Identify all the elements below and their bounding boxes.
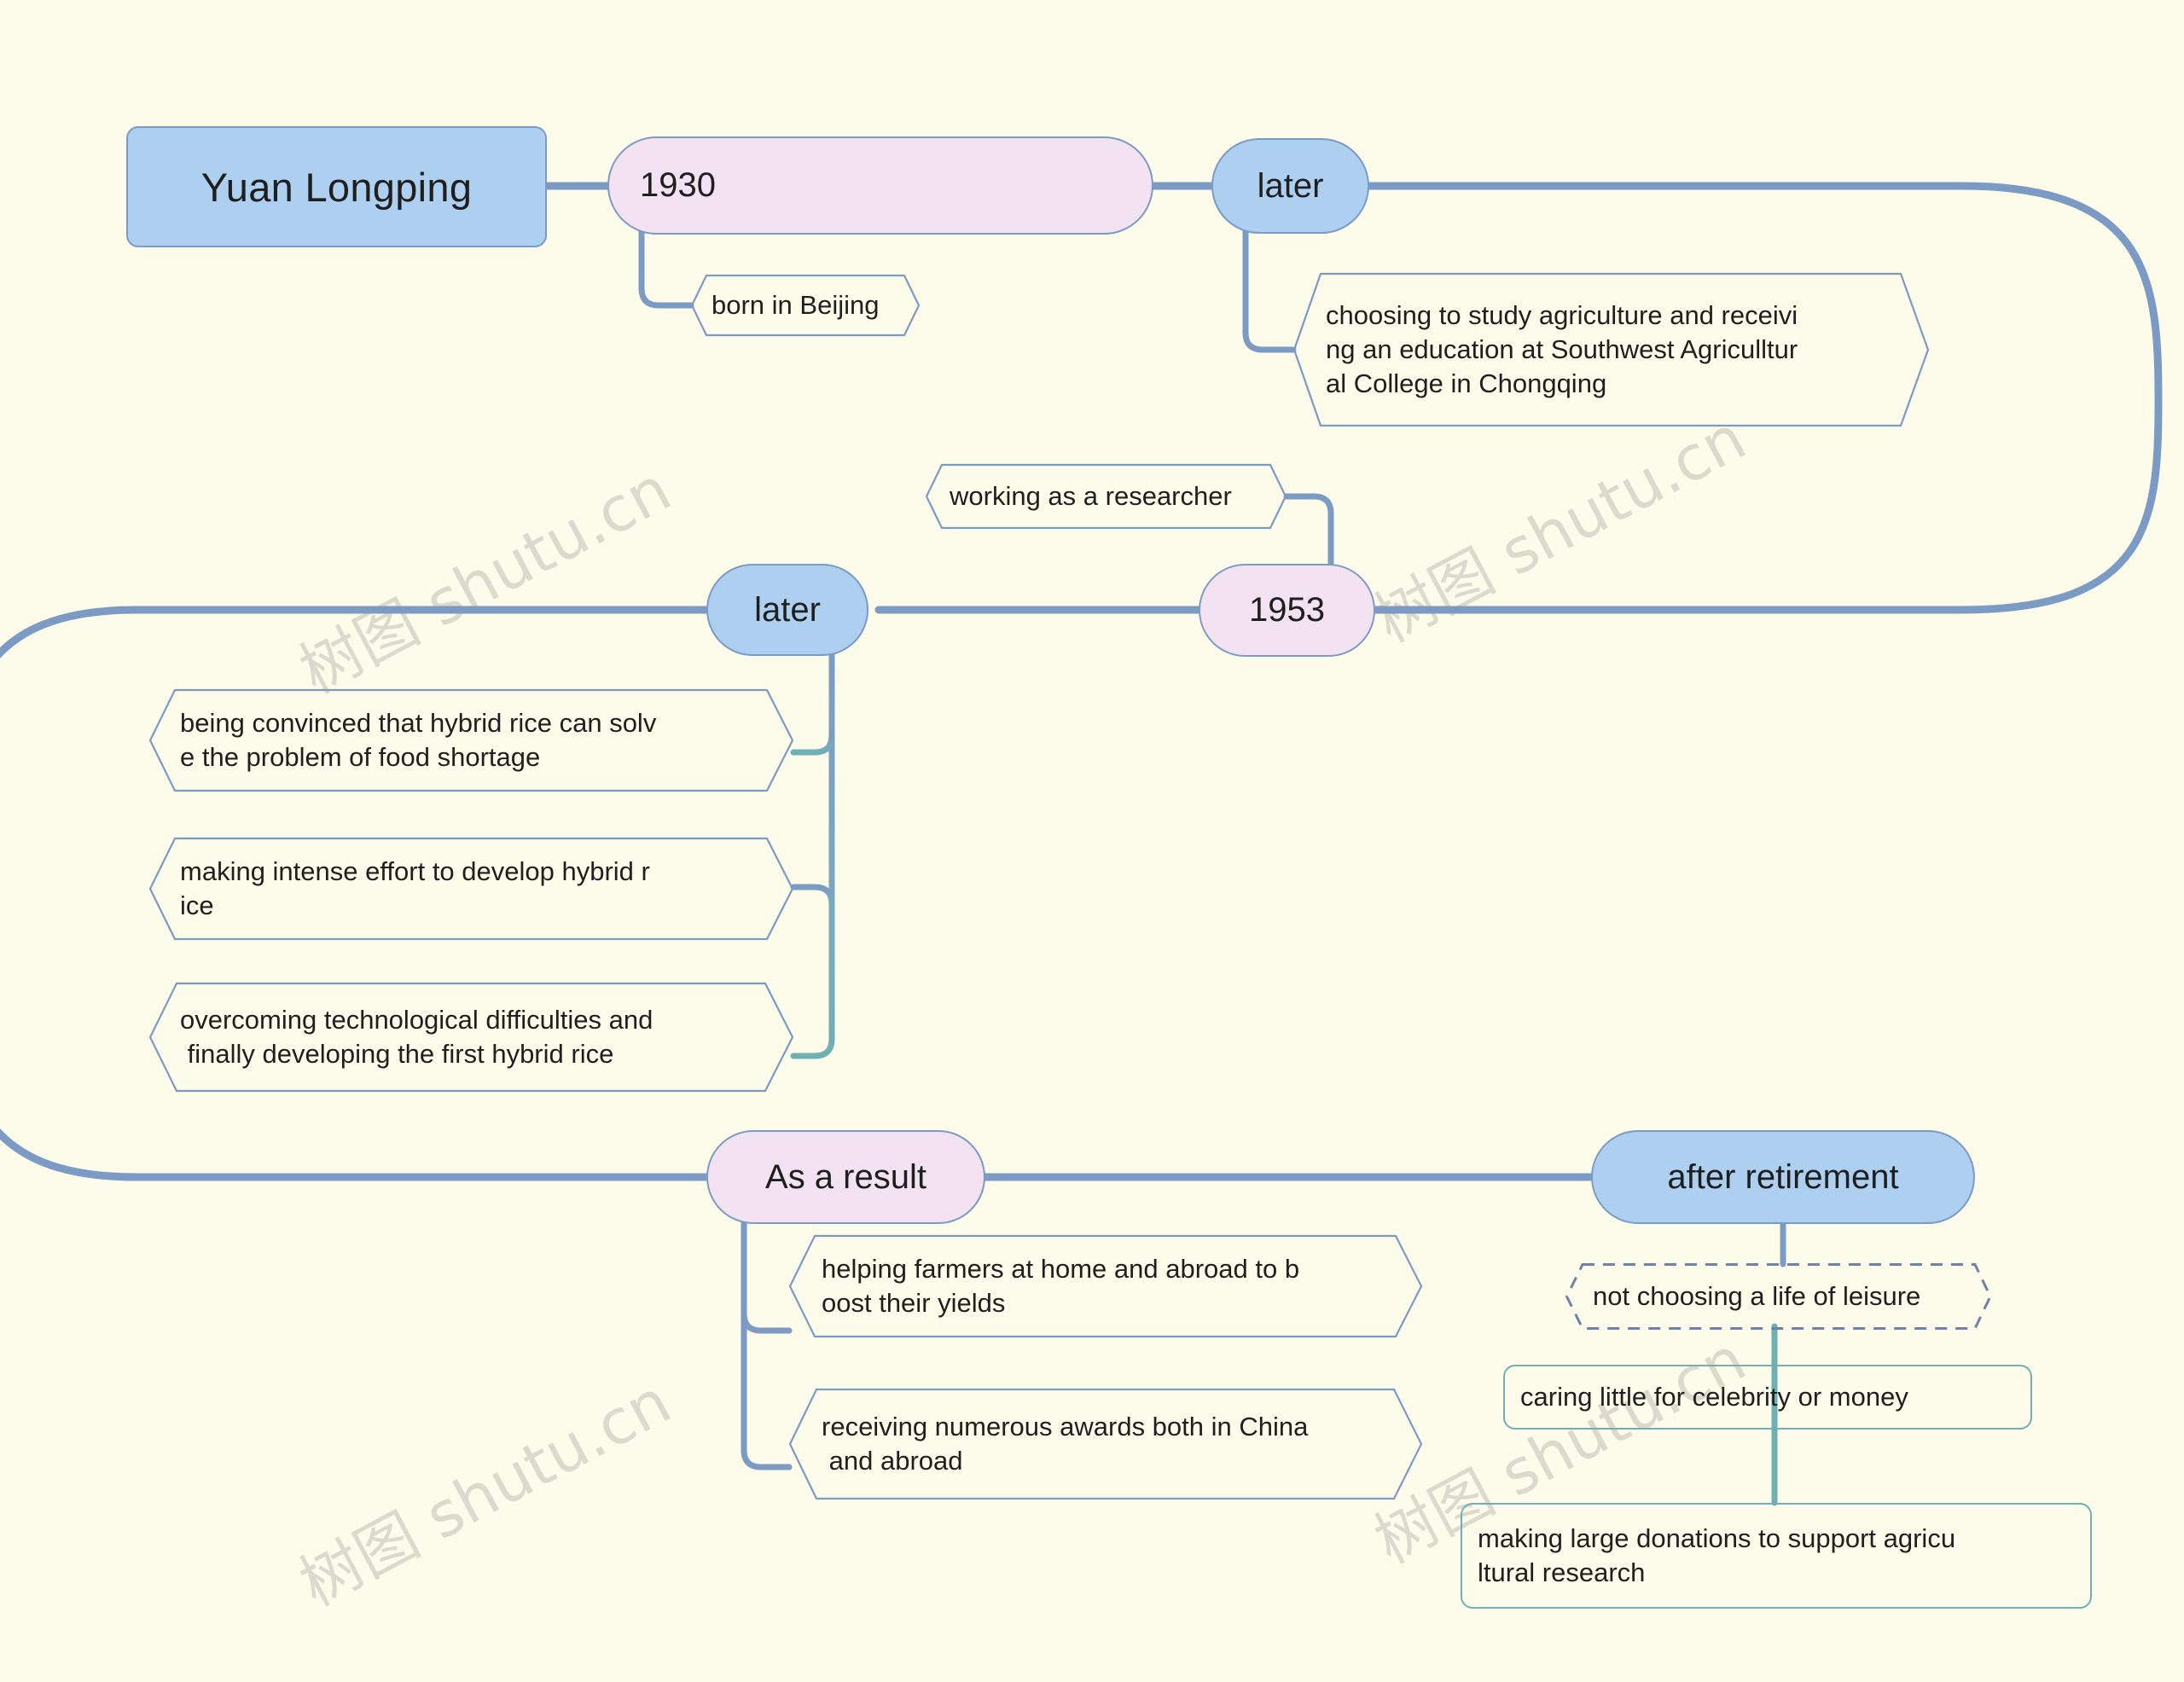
node-later-2[interactable]: later xyxy=(706,564,868,656)
node-later-1[interactable]: later xyxy=(1211,138,1369,234)
node-later-2-label: later xyxy=(754,590,821,629)
node-not-choosing-leisure-label: not choosing a life of leisure xyxy=(1593,1280,1921,1311)
node-as-a-result[interactable]: As a result xyxy=(706,1130,985,1224)
node-overcoming-difficulties-label: overcoming technological difficulties an… xyxy=(180,1004,653,1069)
node-born-in-beijing-label: born in Beijing xyxy=(712,289,880,320)
node-receiving-awards-label: receiving numerous awards both in China … xyxy=(822,1411,1309,1476)
node-convinced-hybrid-rice[interactable]: being convinced that hybrid rice can sol… xyxy=(148,688,794,792)
node-helping-farmers-label: helping farmers at home and abroad to b … xyxy=(822,1253,1300,1318)
node-root-label: Yuan Longping xyxy=(200,164,473,210)
node-working-as-researcher[interactable]: working as a researcher xyxy=(925,463,1287,530)
node-working-as-researcher-label: working as a researcher xyxy=(950,480,1232,511)
node-study-agriculture-label: choosing to study agriculture and receiv… xyxy=(1326,299,1798,399)
node-convinced-hybrid-rice-label: being convinced that hybrid rice can sol… xyxy=(180,707,657,772)
node-1953-label: 1953 xyxy=(1249,591,1325,629)
hexagon-shape-dashed xyxy=(1565,1263,1992,1330)
node-receiving-awards[interactable]: receiving numerous awards both in China … xyxy=(788,1388,1423,1500)
node-making-donations[interactable]: making large donations to support agricu… xyxy=(1461,1503,2092,1609)
node-after-retirement[interactable]: after retirement xyxy=(1591,1130,1975,1224)
node-as-a-result-label: As a result xyxy=(765,1157,926,1196)
node-root[interactable]: Yuan Longping xyxy=(126,126,547,247)
node-1930-label: 1930 xyxy=(640,166,716,204)
node-helping-farmers[interactable]: helping farmers at home and abroad to b … xyxy=(788,1234,1423,1338)
node-overcoming-difficulties[interactable]: overcoming technological difficulties an… xyxy=(148,982,794,1093)
node-intense-effort-label: making intense effort to develop hybrid … xyxy=(180,856,650,920)
node-later-1-label: later xyxy=(1257,166,1324,205)
node-caring-little[interactable]: caring little for celebrity or money xyxy=(1503,1365,2032,1430)
node-not-choosing-leisure[interactable]: not choosing a life of leisure xyxy=(1565,1263,1992,1330)
node-after-retirement-label: after retirement xyxy=(1667,1157,1899,1196)
node-1953[interactable]: 1953 xyxy=(1199,564,1375,657)
node-1930[interactable]: 1930 xyxy=(607,136,1153,235)
node-caring-little-label: caring little for celebrity or money xyxy=(1520,1381,1908,1412)
hexagon-shape xyxy=(925,463,1287,530)
node-born-in-beijing[interactable]: born in Beijing xyxy=(690,274,921,337)
node-intense-effort[interactable]: making intense effort to develop hybrid … xyxy=(148,837,794,941)
node-study-agriculture[interactable]: choosing to study agriculture and receiv… xyxy=(1292,272,1930,427)
node-making-donations-label: making large donations to support agricu… xyxy=(1478,1522,1956,1587)
